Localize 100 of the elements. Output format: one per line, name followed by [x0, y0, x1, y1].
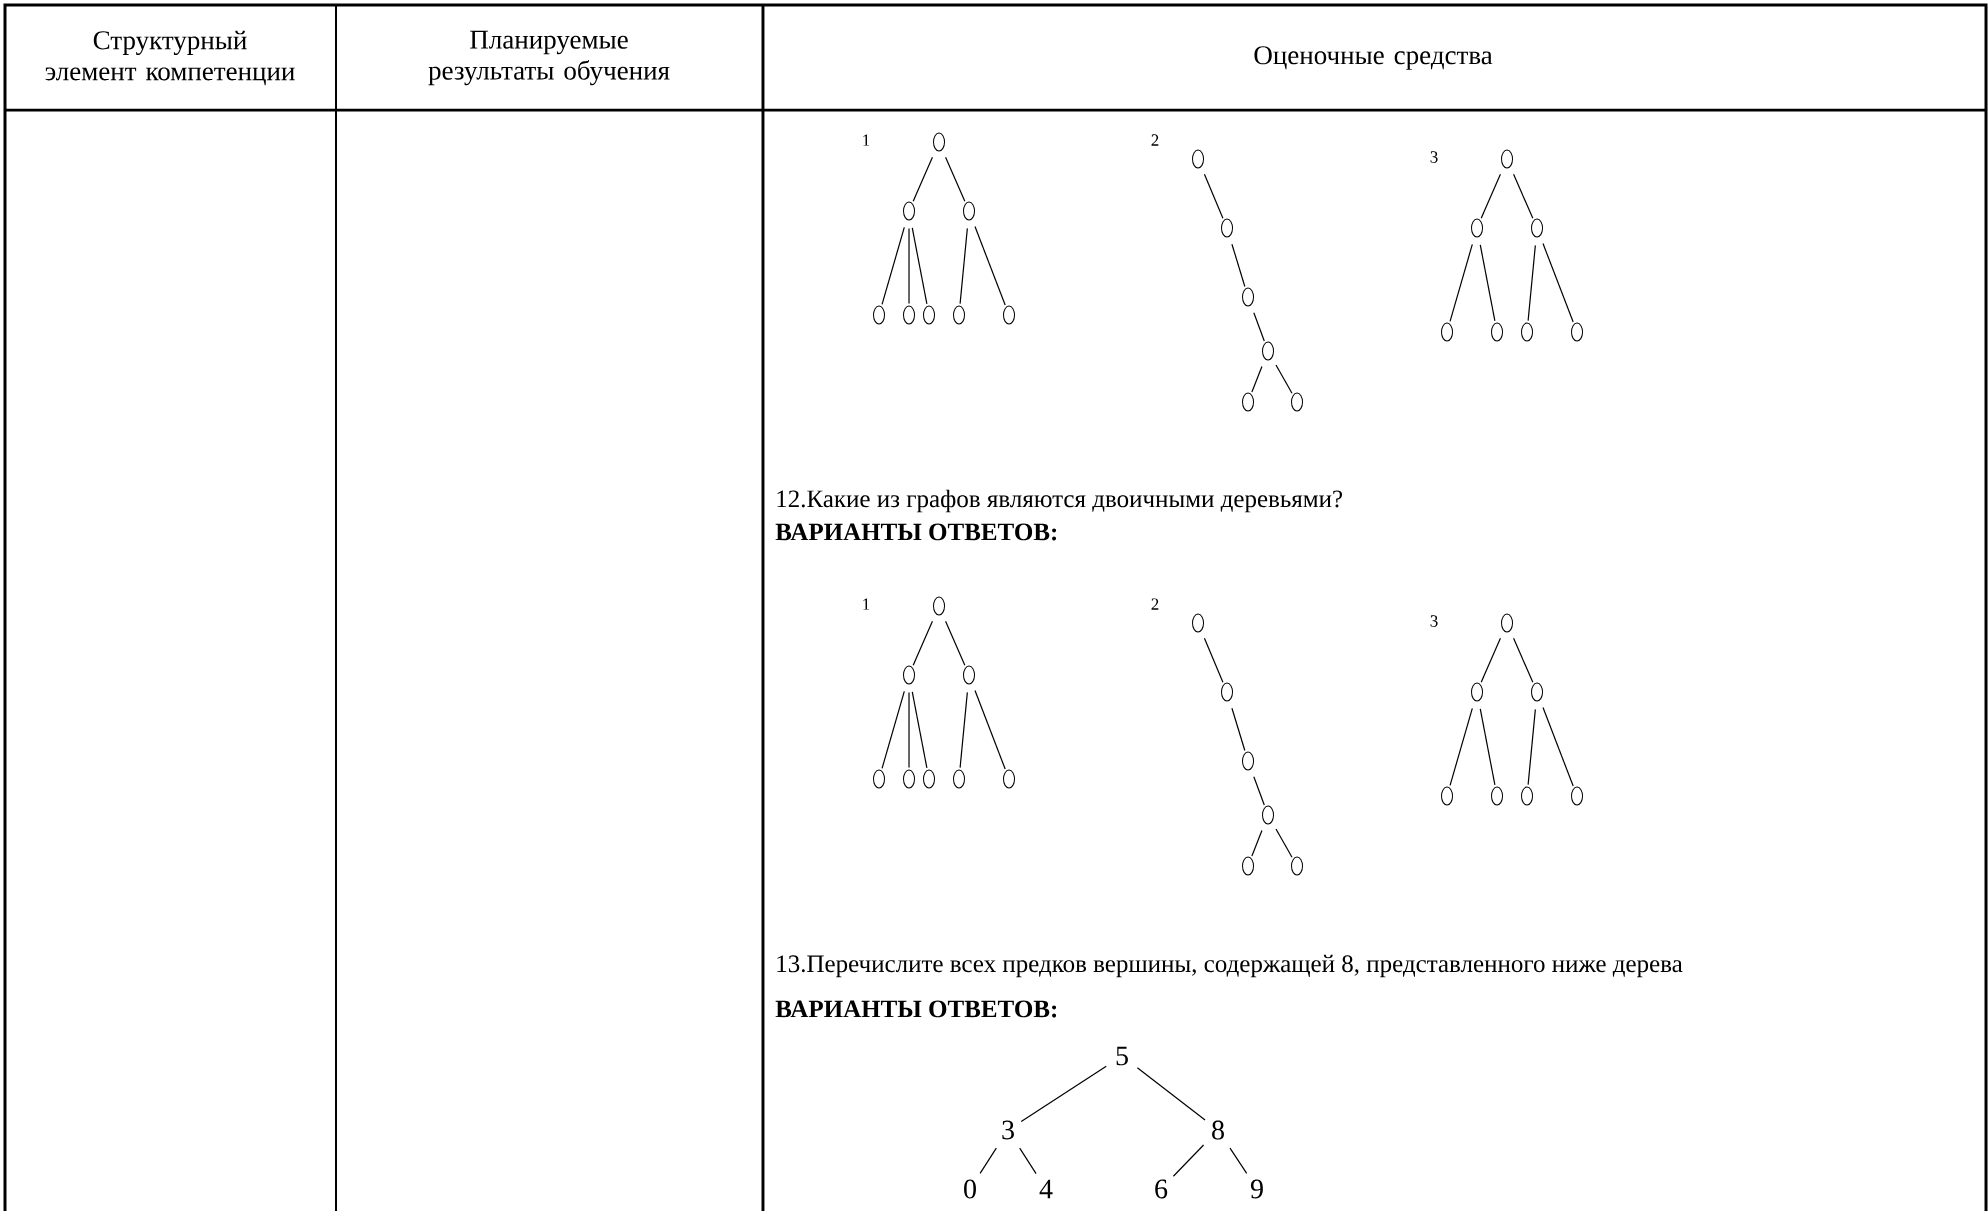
tree-edge [908, 691, 910, 769]
tree-vertex [1291, 392, 1303, 412]
tree-number: 2 [1151, 598, 1159, 610]
tree-vertex [1501, 149, 1513, 169]
tree-edge [1275, 828, 1293, 858]
tree-edge [911, 227, 928, 305]
number-vertex: 4 [1039, 1179, 1053, 1199]
column-header: Структурный элемент компетенции [45, 30, 295, 86]
tree-vertex [903, 769, 915, 789]
tree-vertex [1291, 856, 1303, 876]
tree-vertex [1491, 786, 1503, 806]
tree-edge [1275, 364, 1293, 394]
tree-vertex [1221, 682, 1233, 702]
tree-vertex [903, 201, 915, 221]
tree-number: 2 [1151, 134, 1159, 146]
question-text: 12.Какие из графов являются двоичными деревьями? [777, 489, 1343, 513]
tree-vertex [1501, 613, 1513, 633]
tree-vertex [1242, 392, 1254, 412]
tree-vertex [1471, 682, 1483, 702]
tree-edge [1527, 708, 1536, 786]
tree-vertex [1521, 322, 1533, 342]
answer-heading: ВАРИАНТЫ ОТВЕТОВ: [775, 523, 1057, 541]
tree-vertex [953, 769, 965, 789]
tree-edge [945, 620, 966, 666]
tree-edge [911, 691, 928, 769]
tree-vertex [1192, 613, 1204, 633]
answer-heading: ВАРИАНТЫ ОТВЕТОВ: [775, 1000, 1057, 1018]
tree-vertex [923, 305, 935, 325]
number-vertex: 6 [1155, 1179, 1168, 1199]
tree-vertex [903, 305, 915, 325]
tree-edge [1136, 1067, 1206, 1121]
tree-edge [1253, 312, 1265, 342]
tree-edge [974, 226, 1006, 306]
tree-edge [1231, 243, 1246, 288]
tree-edge [1480, 637, 1502, 683]
tree-vertex [1242, 751, 1254, 771]
tree-edge [1019, 1147, 1037, 1175]
tree-vertex [1192, 149, 1204, 169]
tree-number: 1 [863, 134, 870, 146]
tree-vertex [873, 769, 885, 789]
tree-edge [1527, 244, 1536, 322]
number-vertex: 0 [964, 1179, 976, 1199]
tree-vertex [1262, 341, 1274, 361]
tree-vertex [1003, 769, 1015, 789]
tree-vertex [1491, 322, 1503, 342]
tree-edge [1513, 637, 1534, 683]
tree-vertex [1531, 682, 1543, 702]
tree-edge [1020, 1065, 1107, 1123]
tree-vertex [1003, 305, 1015, 325]
tree-edge [1172, 1144, 1205, 1177]
tree-vertex [933, 596, 945, 616]
tree-edge [1231, 707, 1246, 752]
tree-vertex [933, 132, 945, 152]
tree-edge [945, 156, 966, 202]
tree-number: 1 [863, 598, 870, 610]
tree-edge [1479, 244, 1496, 322]
tree-vertex [873, 305, 885, 325]
tree-number: 3 [1430, 151, 1438, 163]
tree-edge [1513, 173, 1534, 219]
tree-vertex [1441, 322, 1453, 342]
tree-edge [908, 227, 910, 305]
tree-edge [1251, 365, 1263, 393]
tree-edge [881, 226, 905, 306]
question-text: 13.Перечислите всех предков вершины, содержащей 8, представленного ниже дерева [777, 954, 1683, 978]
tree-edge [1253, 776, 1265, 806]
column-header: Оценочные средства [1254, 46, 1493, 70]
tree-vertex [963, 201, 975, 221]
tree-vertex [903, 665, 915, 685]
tree-edge [979, 1147, 997, 1174]
tree-vertex [953, 305, 965, 325]
tree-edge [1542, 243, 1574, 323]
tree-vertex [1471, 218, 1483, 238]
tree-edge [1203, 173, 1224, 219]
tree-vertex [1262, 805, 1274, 825]
tree-number: 3 [1430, 615, 1438, 627]
tree-vertex [963, 665, 975, 685]
tree-edge [1480, 173, 1502, 219]
tree-vertex [923, 769, 935, 789]
tree-vertex [1521, 786, 1533, 806]
tree-vertex [1242, 856, 1254, 876]
tree-edge [1203, 637, 1224, 683]
number-vertex: 9 [1250, 1179, 1263, 1199]
tree-edge [1479, 708, 1496, 786]
number-vertex: 8 [1212, 1120, 1224, 1140]
tree-vertex [1242, 287, 1254, 307]
tree-vertex [1531, 218, 1543, 238]
tree-edge [881, 690, 905, 770]
tree-edge [974, 690, 1006, 770]
number-vertex: 5 [1116, 1046, 1128, 1066]
tree-vertex [1571, 322, 1583, 342]
tree-edge [912, 620, 933, 666]
tree-vertex [1221, 218, 1233, 238]
tree-edge [1449, 707, 1473, 787]
tree-edge [959, 227, 968, 305]
tree-vertex [1571, 786, 1583, 806]
column-header: Планируемые результаты обучения [428, 30, 670, 86]
tree-edge [1251, 829, 1263, 857]
tree-edge [912, 156, 933, 202]
number-vertex: 3 [1002, 1120, 1014, 1140]
tree-edge [1542, 707, 1574, 787]
